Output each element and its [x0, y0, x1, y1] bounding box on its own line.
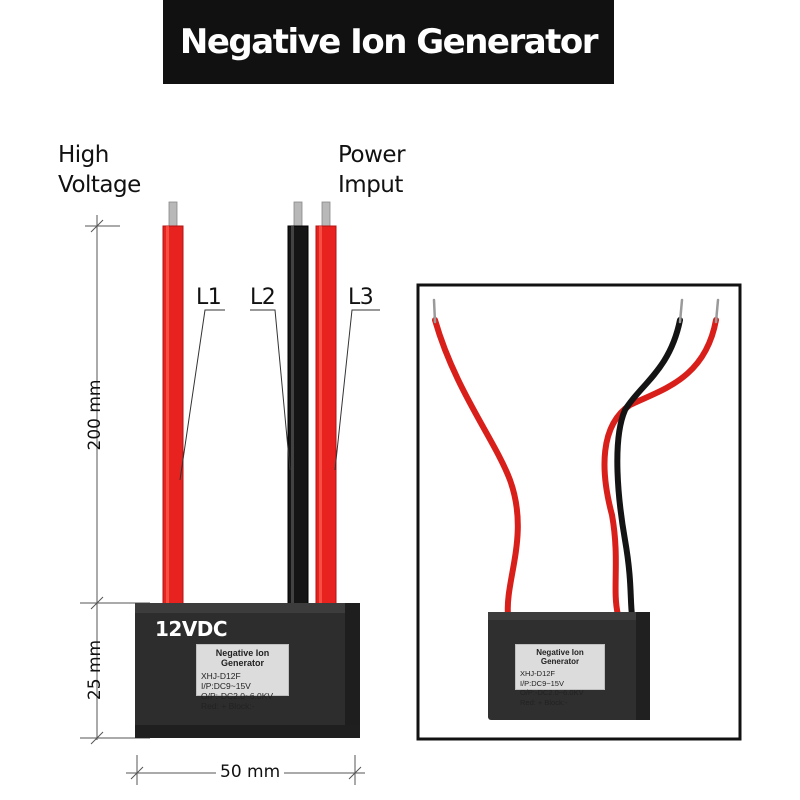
body-width-dimension: 50 mm	[216, 762, 285, 782]
high-voltage-callout: High Voltage	[58, 140, 141, 200]
photo-sticker-line-4: Red: + Block:-	[520, 697, 568, 707]
photo-wires	[432, 298, 720, 618]
body-height-dimension: 25 mm	[85, 639, 105, 701]
photo-sticker-title: Negative Ion Generator	[536, 648, 584, 666]
sticker-line-4: Red: + Block:-	[201, 701, 255, 711]
sticker-line-3: O/P:-DC2.0~6.0KV	[201, 691, 274, 701]
wire-label-l1: L1	[196, 285, 222, 310]
page-title: Negative Ion Generator	[163, 0, 614, 84]
photo-sticker-line-1: XHJ-D12F	[520, 669, 556, 678]
power-input-line2: Imput	[338, 172, 403, 198]
module-sticker: Negative Ion Generator XHJ-D12F I/P:DC9~…	[196, 644, 289, 711]
photo-sticker-line-3: O/P:-DC2.0~6.0KV	[520, 688, 584, 697]
wire-label-l2: L2	[250, 285, 276, 310]
wire-label-l3: L3	[348, 285, 374, 310]
module-voltage-label: 12VDC	[155, 617, 228, 641]
power-input-line1: Power	[338, 142, 406, 168]
photo-module-sticker: Negative Ion Generator XHJ-D12F I/P:DC9~…	[515, 644, 605, 707]
high-voltage-line1: High	[58, 142, 109, 168]
wire-length-dimension: 200 mm	[85, 379, 105, 451]
sticker-line-2: I/P:DC9~15V	[201, 681, 251, 691]
wire-label-leaders	[179, 309, 380, 481]
sticker-line-1: XHJ-D12F	[201, 671, 241, 681]
power-input-callout: Power Imput	[338, 140, 406, 200]
sticker-title: Negative Ion Generator	[215, 648, 270, 668]
photo-sticker-line-2: I/P:DC9~15V	[520, 678, 564, 688]
high-voltage-line2: Voltage	[58, 172, 141, 198]
